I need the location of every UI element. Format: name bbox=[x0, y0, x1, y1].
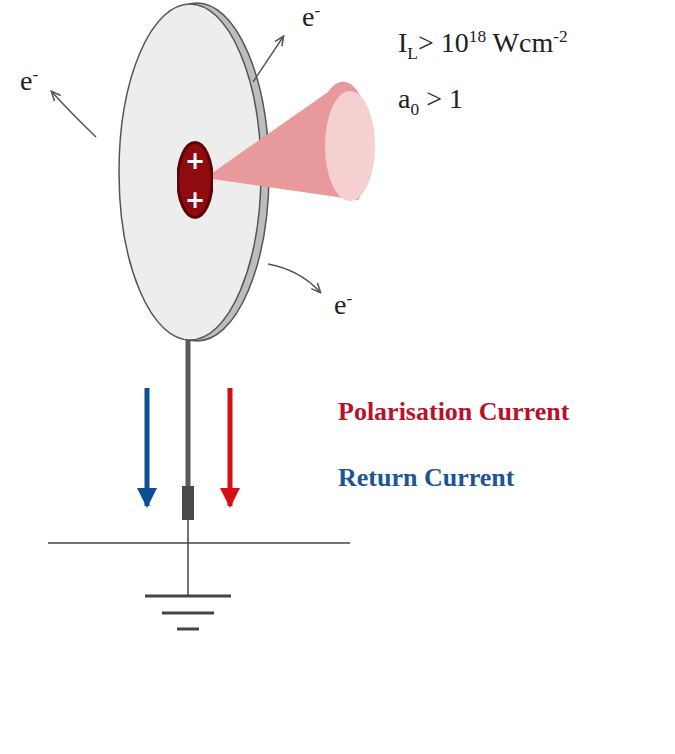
label-text: > 1 bbox=[419, 83, 463, 114]
polarisation-current-arrow bbox=[228, 388, 233, 506]
script-text: L bbox=[407, 44, 418, 63]
label-text: I bbox=[398, 27, 407, 58]
script-text: - bbox=[314, 1, 320, 20]
label-text: e bbox=[20, 65, 32, 96]
target-stalk bbox=[186, 335, 191, 490]
script-text: - bbox=[346, 289, 352, 308]
label-text: a bbox=[398, 83, 410, 114]
return-current-label: Return Current bbox=[338, 462, 514, 493]
electron-arrow bbox=[52, 92, 96, 137]
label-text: Polarisation Current bbox=[338, 397, 569, 426]
label-text: e bbox=[334, 289, 346, 320]
label-text: Wcm bbox=[486, 27, 553, 58]
electron-label: e- bbox=[20, 64, 38, 98]
script-text: -2 bbox=[553, 27, 567, 46]
a0-label: a0 > 1 bbox=[398, 82, 463, 120]
charge-sign: + bbox=[185, 149, 205, 173]
intensity-label: IL> 1018 Wcm-2 bbox=[398, 26, 568, 64]
label-text: > 10 bbox=[418, 27, 469, 58]
script-text: 18 bbox=[469, 27, 486, 46]
electron-arrow bbox=[268, 264, 320, 292]
ground-wire bbox=[187, 520, 189, 596]
ground-symbol bbox=[145, 595, 231, 598]
ground-symbol bbox=[162, 612, 214, 615]
laser-cone-base bbox=[325, 91, 375, 201]
script-text: 0 bbox=[410, 100, 419, 119]
stalk-mount bbox=[182, 486, 194, 520]
label-text: Return Current bbox=[338, 463, 514, 492]
ground-line bbox=[48, 542, 350, 544]
charge-sign: + bbox=[185, 188, 205, 212]
electron-label: e- bbox=[334, 288, 352, 322]
label-text: e bbox=[302, 1, 314, 32]
electron-arrow bbox=[253, 37, 283, 82]
polarisation-current-label: Polarisation Current bbox=[338, 396, 569, 427]
ground-symbol bbox=[177, 628, 199, 631]
electron-label: e- bbox=[302, 0, 320, 34]
script-text: - bbox=[32, 65, 38, 84]
return-current-arrow bbox=[145, 388, 150, 506]
charge-spot: ++ bbox=[177, 141, 213, 219]
